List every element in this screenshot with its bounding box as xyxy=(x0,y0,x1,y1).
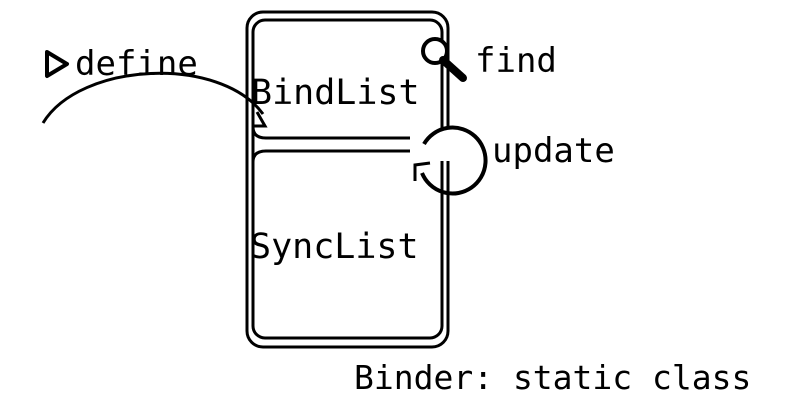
container-outer-border xyxy=(245,10,450,349)
synclist-label: SyncList xyxy=(250,227,419,267)
diagram-caption: Binder: static class xyxy=(354,358,751,397)
find-label: find xyxy=(475,41,557,81)
magnifier-icon xyxy=(421,37,467,82)
bindlist-label: BindList xyxy=(251,73,420,113)
define-arrowhead xyxy=(253,111,268,128)
divider-upper-line xyxy=(251,126,418,140)
cycle-arrow-icon xyxy=(413,125,488,196)
define-arrow xyxy=(41,71,265,124)
container-inner-border xyxy=(251,18,444,340)
update-loop-arrowhead xyxy=(413,161,431,181)
section-divider xyxy=(251,126,418,163)
magnifier-handle xyxy=(439,56,467,82)
update-loop xyxy=(420,125,488,196)
divider-lower-line xyxy=(251,149,418,163)
update-label: update xyxy=(492,131,615,171)
define-label: define xyxy=(75,44,198,84)
binder-container xyxy=(245,10,450,349)
play-triangle-icon xyxy=(45,50,69,78)
